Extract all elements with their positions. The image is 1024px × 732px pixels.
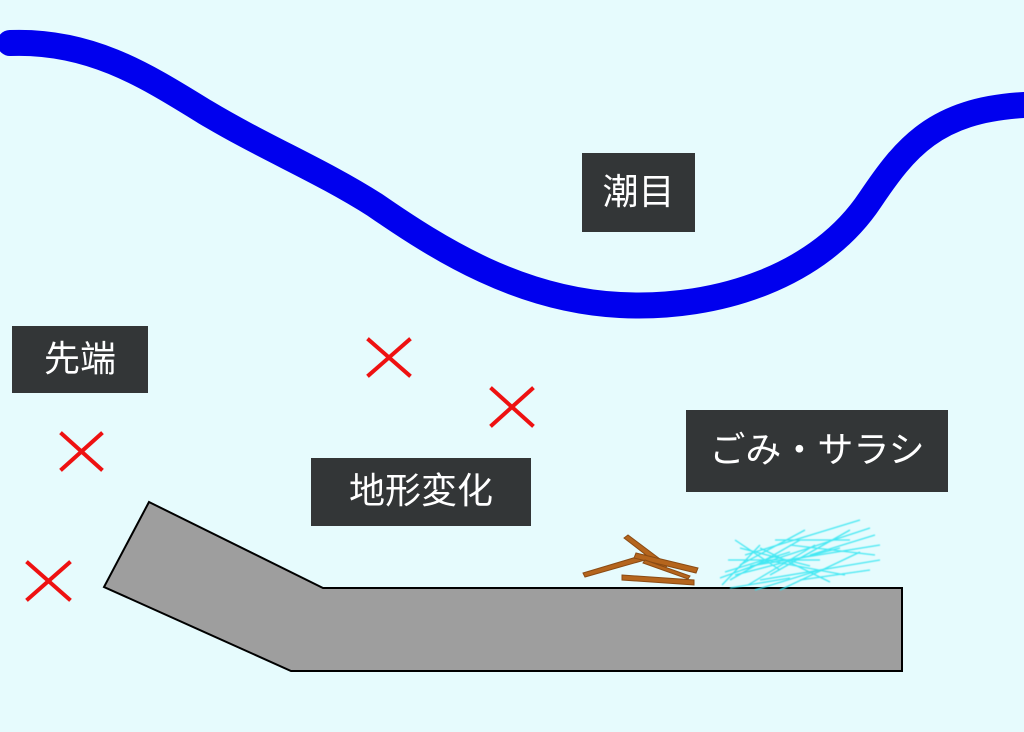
x-mark-icon — [59, 431, 104, 472]
foam-icon — [719, 519, 881, 591]
x-mark-icon — [25, 560, 72, 602]
label-tip: 先端 — [12, 326, 148, 393]
x-mark-icon — [489, 386, 535, 428]
label-terrain-change: 地形変化 — [311, 458, 531, 526]
label-debris-foam: ごみ・サラシ — [686, 410, 948, 492]
x-mark-icon — [366, 337, 412, 378]
breakwater — [102, 500, 903, 672]
label-current-line: 潮目 — [582, 153, 695, 232]
current-line — [0, 29, 1024, 319]
driftwood-icon — [582, 534, 699, 586]
